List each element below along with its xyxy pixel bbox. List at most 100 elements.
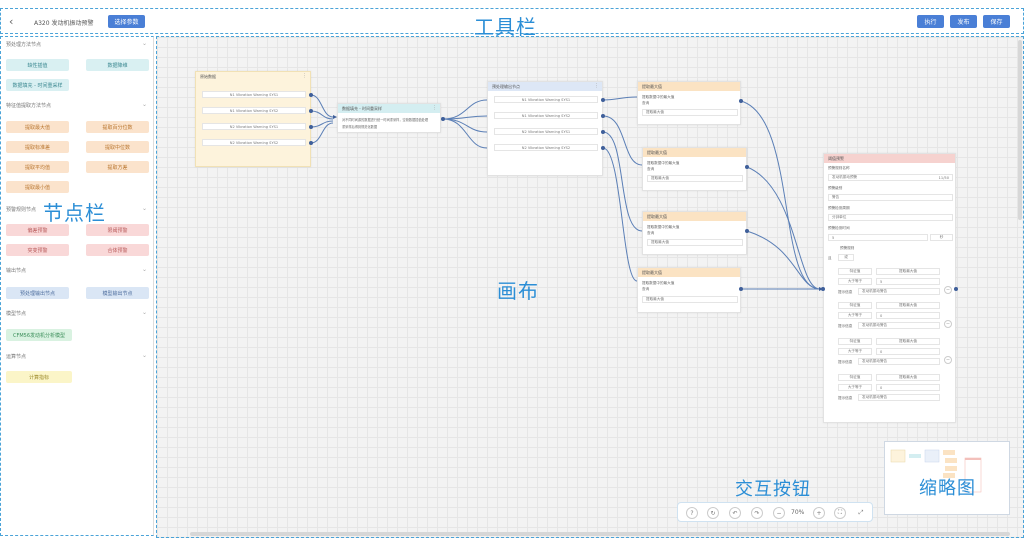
node-chip[interactable]: 缺性插值: [6, 59, 69, 71]
zoom-in-icon[interactable]: +: [813, 507, 825, 519]
output-row[interactable]: N2 Vibration Warning SYS1: [494, 128, 598, 135]
node-chip[interactable]: 偏差预警: [6, 224, 69, 236]
source-row[interactable]: N2 Vibration Warning SYS1: [202, 123, 306, 130]
rule-op-select[interactable]: 大于等于: [838, 348, 872, 355]
rule-op-select[interactable]: 大于等于: [838, 384, 872, 391]
output-row[interactable]: N2 Vibration Warning SYS2: [494, 144, 598, 151]
source-row[interactable]: N2 Vibration Warning SYS2: [202, 139, 306, 146]
output-port[interactable]: [601, 130, 605, 134]
output-row[interactable]: N1 Vibration Warning SYS1: [494, 96, 598, 103]
node-chip[interactable]: 预处理输出节点: [6, 287, 69, 299]
output-port[interactable]: [601, 146, 605, 150]
rule-field-select[interactable]: 特征值: [838, 374, 872, 381]
output-port[interactable]: [441, 117, 445, 121]
node-chip[interactable]: 突变预警: [6, 244, 69, 256]
node-chip[interactable]: 提取平均值: [6, 161, 69, 173]
minimap[interactable]: 缩略图: [884, 441, 1010, 515]
node-select[interactable]: 提取最大值: [647, 175, 743, 182]
node-chip[interactable]: 提取百分位数: [86, 121, 149, 133]
refresh-icon[interactable]: ↻: [707, 507, 719, 519]
node-chip[interactable]: 数据降维: [86, 59, 149, 71]
remove-rule-icon[interactable]: −: [944, 356, 952, 364]
kebab-icon[interactable]: ⋮: [594, 83, 599, 89]
save-button[interactable]: 保存: [983, 15, 1010, 28]
interval-unit-select[interactable]: 秒: [930, 234, 953, 241]
chevron-down-icon[interactable]: ⌄: [141, 40, 147, 47]
rule-value-input[interactable]: 5: [876, 278, 940, 285]
rule-value-input[interactable]: 0: [876, 384, 940, 391]
node-chip[interactable]: 模型输出节点: [86, 287, 149, 299]
rule-value-input[interactable]: 0: [876, 348, 940, 355]
node-chip[interactable]: CFM56发动机分析模型: [6, 329, 72, 341]
node-select[interactable]: 提取最大值: [647, 239, 743, 246]
publish-button[interactable]: 发布: [950, 15, 977, 28]
fit-icon[interactable]: ⛶: [834, 507, 846, 519]
check-interval-input[interactable]: 5: [828, 234, 928, 241]
source-row[interactable]: N1 Vibration Warning SYS1: [202, 91, 306, 98]
node-chip[interactable]: 合体预警: [86, 244, 149, 256]
preprocess-output-node[interactable]: 预处理输出节点⋮ N1 Vibration Warning SYS1 N1 Vi…: [487, 81, 603, 176]
node-chip[interactable]: 数据填充 - 时间重采样: [6, 79, 69, 91]
node-chip[interactable]: 计算指标: [6, 371, 72, 383]
alert-level-select[interactable]: 警告: [828, 194, 953, 201]
rule-field-select[interactable]: 特征值: [838, 268, 872, 275]
hint-input[interactable]: 发动机振动警告: [858, 322, 940, 329]
source-row[interactable]: N1 Vibration Warning SYS2: [202, 107, 306, 114]
rule-field-select[interactable]: 特征值: [838, 302, 872, 309]
chevron-down-icon[interactable]: ⌄: [141, 266, 147, 273]
remove-rule-icon[interactable]: −: [944, 286, 952, 294]
fullscreen-icon[interactable]: ⤢: [858, 509, 864, 516]
hint-input[interactable]: 发动机振动警告: [858, 358, 940, 365]
hint-input[interactable]: 发动机振动警告: [858, 288, 940, 295]
output-port[interactable]: [954, 287, 958, 291]
vertical-scrollbar[interactable]: [1018, 40, 1022, 220]
undo-icon[interactable]: ↶: [729, 507, 741, 519]
horizontal-scrollbar[interactable]: [190, 532, 1010, 536]
hint-input[interactable]: 发动机振动警告: [858, 394, 940, 401]
output-port[interactable]: [739, 99, 743, 103]
node-select[interactable]: 提取最大值: [642, 296, 738, 303]
kebab-icon[interactable]: ⋮: [302, 73, 307, 79]
select-params-button[interactable]: 选择参数: [108, 15, 145, 28]
back-icon[interactable]: ‹: [9, 15, 14, 28]
output-port[interactable]: [309, 109, 313, 113]
extract-max-node[interactable]: 提取最大值 提取数据中的最大值 查询 提取最大值: [642, 147, 747, 191]
output-port[interactable]: [745, 165, 749, 169]
rule-op-select[interactable]: 大于等于: [838, 278, 872, 285]
rule-feature-select[interactable]: 提取最大值: [876, 374, 940, 381]
chevron-down-icon[interactable]: ⌄: [141, 205, 147, 212]
flow-canvas[interactable]: 原始数据⋮ N1 Vibration Warning SYS1 N1 Vibra…: [156, 36, 1024, 538]
redo-icon[interactable]: ↷: [751, 507, 763, 519]
output-port[interactable]: [309, 125, 313, 129]
node-select[interactable]: 提取最大值: [642, 109, 738, 116]
output-port[interactable]: [309, 141, 313, 145]
rule-feature-select[interactable]: 提取最大值: [876, 338, 940, 345]
chevron-down-icon[interactable]: ⌄: [141, 352, 147, 359]
output-port[interactable]: [309, 93, 313, 97]
input-port[interactable]: [821, 287, 825, 291]
output-row[interactable]: N1 Vibration Warning SYS2: [494, 112, 598, 119]
rule-field-select[interactable]: 特征值: [838, 338, 872, 345]
fill-resample-node[interactable]: 数据填充 - 时间重采样⋮ 对不同时间源的数据进行统一时间重采样，空缺数据插值处…: [337, 103, 441, 133]
node-chip[interactable]: 提取标准差: [6, 141, 69, 153]
node-chip[interactable]: 提取最大值: [6, 121, 69, 133]
extract-max-node[interactable]: 提取最大值 提取数据中的最大值 查询 提取最大值: [642, 211, 747, 255]
node-chip[interactable]: 提取最小值: [6, 181, 69, 193]
check-period-select[interactable]: 分钟单位: [828, 214, 953, 221]
node-chip[interactable]: 限阈预警: [86, 224, 149, 236]
output-port[interactable]: [601, 114, 605, 118]
logic-select[interactable]: 或: [838, 254, 854, 261]
kebab-icon[interactable]: ⋮: [432, 105, 437, 111]
output-port[interactable]: [739, 287, 743, 291]
rule-value-input[interactable]: 0: [876, 312, 940, 319]
source-data-node[interactable]: 原始数据⋮ N1 Vibration Warning SYS1 N1 Vibra…: [195, 71, 311, 167]
node-chip[interactable]: 提取中位数: [86, 141, 149, 153]
run-button[interactable]: 执行: [917, 15, 944, 28]
chevron-down-icon[interactable]: ⌄: [141, 101, 147, 108]
extract-max-node[interactable]: 提取最大值 提取数据中的最大值 查询 提取最大值: [637, 81, 741, 125]
output-port[interactable]: [601, 98, 605, 102]
help-icon[interactable]: ?: [686, 507, 698, 519]
rule-feature-select[interactable]: 提取最大值: [876, 302, 940, 309]
